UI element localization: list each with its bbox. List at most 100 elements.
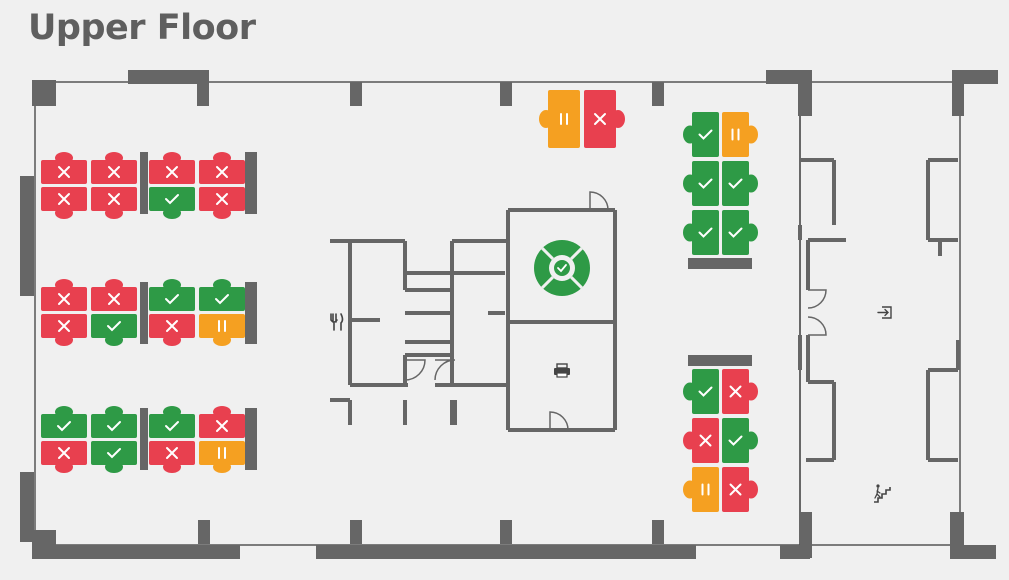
wall-block — [350, 520, 362, 544]
seat-divider — [570, 247, 583, 260]
seat-divider — [541, 247, 554, 260]
desk-available[interactable] — [91, 314, 137, 346]
desk-occupied[interactable] — [91, 187, 137, 219]
desk-occupied[interactable] — [41, 314, 87, 346]
desk-occupied[interactable] — [149, 152, 195, 184]
desk-available[interactable] — [41, 406, 87, 438]
wall-block — [140, 408, 148, 470]
desk-available[interactable] — [91, 406, 137, 438]
check-icon — [728, 435, 743, 446]
door-arc — [434, 359, 456, 381]
desk-paused[interactable] — [539, 90, 580, 148]
cross-icon — [108, 193, 120, 205]
walls — [20, 70, 998, 559]
desk-occupied[interactable] — [41, 152, 87, 184]
desk-paused[interactable] — [199, 441, 245, 473]
desk-surface — [199, 287, 245, 311]
wall-block — [20, 472, 34, 542]
wall-block — [350, 82, 362, 106]
wall-block — [952, 70, 998, 84]
desk-available[interactable] — [683, 112, 719, 157]
desk-available[interactable] — [149, 187, 195, 219]
desk-occupied[interactable] — [199, 406, 245, 438]
check-icon — [698, 386, 713, 397]
fork-knife-icon — [330, 313, 344, 331]
desk-occupied[interactable] — [722, 369, 758, 414]
corridor-outline — [799, 81, 961, 546]
wall-block — [652, 82, 664, 106]
cross-icon — [58, 447, 70, 459]
printer-icon — [554, 363, 570, 378]
desk-occupied[interactable] — [199, 152, 245, 184]
wall-block — [798, 82, 812, 116]
desk-surface — [91, 314, 137, 338]
pause-icon — [218, 447, 226, 459]
desk-available[interactable] — [683, 161, 719, 206]
check-icon — [165, 294, 179, 305]
desk-occupied[interactable] — [199, 187, 245, 219]
cross-icon — [58, 193, 70, 205]
desk-available[interactable] — [149, 406, 195, 438]
door-arc — [589, 191, 609, 211]
desk-occupied[interactable] — [149, 314, 195, 346]
cross-icon — [108, 293, 120, 305]
wall-block — [197, 70, 209, 106]
desk-occupied[interactable] — [149, 441, 195, 473]
wall-block — [245, 282, 257, 344]
desk-available[interactable] — [683, 210, 719, 255]
wall-block — [652, 520, 664, 544]
cross-icon — [58, 166, 70, 178]
door-arc — [807, 316, 827, 336]
desk-occupied[interactable] — [584, 90, 625, 148]
desk-occupied[interactable] — [41, 187, 87, 219]
cross-icon — [216, 166, 228, 178]
desk-occupied[interactable] — [683, 418, 719, 463]
check-icon — [165, 194, 179, 205]
wall-block — [766, 70, 812, 84]
cross-icon — [594, 113, 606, 125]
desk-occupied[interactable] — [91, 152, 137, 184]
desk-available[interactable] — [683, 369, 719, 414]
cross-icon — [166, 447, 178, 459]
knife-icon — [340, 313, 344, 331]
wall-block — [32, 80, 56, 106]
wall-block — [688, 258, 752, 269]
desk-surface — [722, 210, 749, 255]
wall-block — [950, 512, 964, 552]
door-arc — [807, 289, 827, 309]
desk-occupied[interactable] — [91, 279, 137, 311]
exit-icon — [877, 306, 892, 319]
desk-available[interactable] — [722, 418, 758, 463]
desk-available[interactable] — [149, 279, 195, 311]
round-table[interactable] — [534, 240, 590, 296]
cross-icon — [699, 434, 712, 447]
round-table-center — [554, 260, 570, 276]
desk-occupied[interactable] — [722, 467, 758, 512]
desk-available[interactable] — [722, 161, 758, 206]
desk-occupied[interactable] — [41, 279, 87, 311]
desk-paused[interactable] — [722, 112, 758, 157]
wall-block — [780, 545, 810, 559]
desk-paused[interactable] — [683, 467, 719, 512]
wall-block — [198, 520, 210, 544]
desk-occupied[interactable] — [41, 441, 87, 473]
wall-block — [140, 282, 148, 344]
check-icon — [107, 321, 121, 332]
pause-icon — [560, 113, 568, 125]
check-icon — [728, 227, 743, 238]
desk-surface — [149, 187, 195, 211]
desk-available[interactable] — [91, 441, 137, 473]
desk-available[interactable] — [199, 279, 245, 311]
wall-block — [500, 520, 512, 544]
desk-surface — [548, 90, 580, 148]
wall-block — [245, 408, 257, 470]
desk-paused[interactable] — [199, 314, 245, 346]
desk-surface — [722, 112, 749, 157]
desk-available[interactable] — [722, 210, 758, 255]
wall-block — [245, 152, 257, 214]
wall-block — [128, 70, 208, 84]
wall-block — [950, 545, 996, 559]
desk-surface — [149, 414, 195, 438]
check-icon — [57, 421, 71, 432]
stairs-steps — [874, 487, 891, 503]
